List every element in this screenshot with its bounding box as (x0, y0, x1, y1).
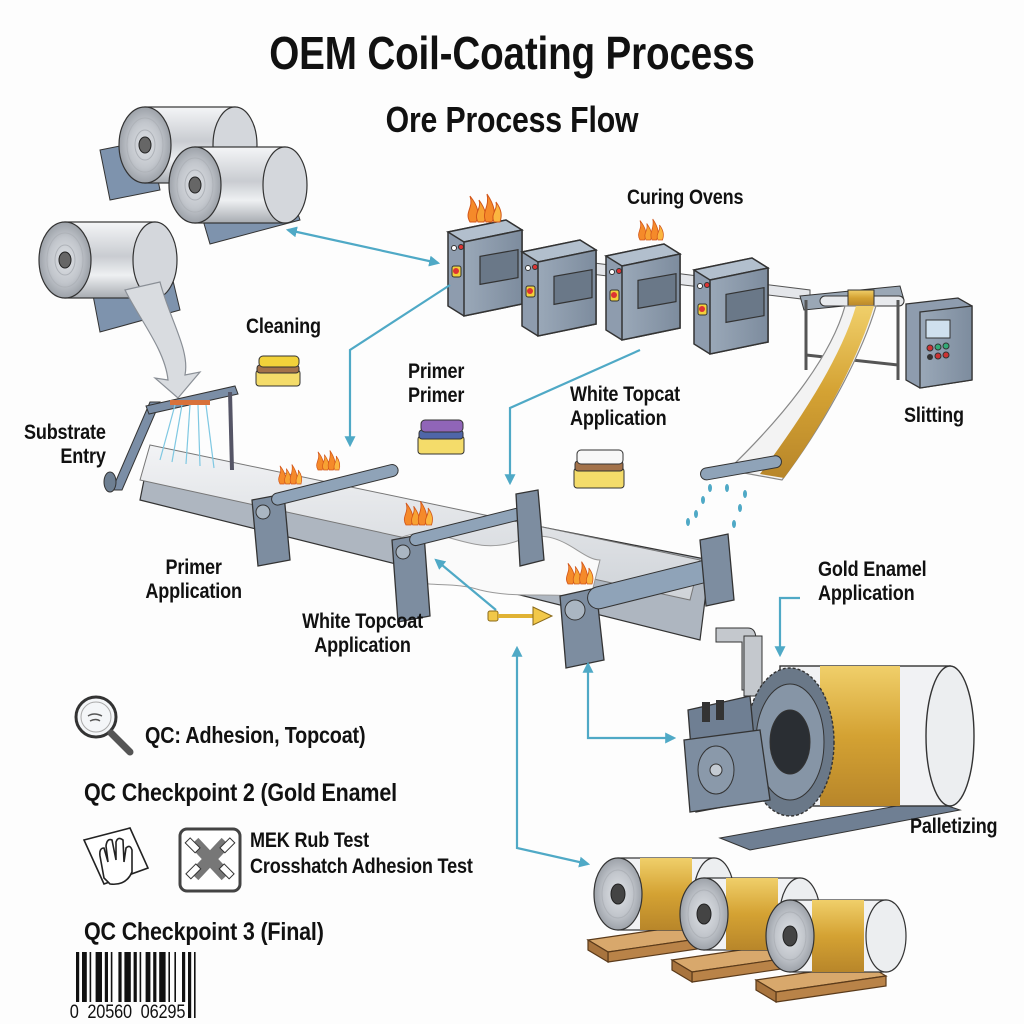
label-gold-enamel-line1: Gold Enamel (818, 558, 927, 581)
barcode-bar (168, 952, 170, 1018)
label-palletizing: Palletizing (910, 815, 998, 838)
label-white-topcoat-top-line1: White Topcat (570, 383, 680, 406)
barcode-bar (104, 952, 108, 1018)
label-primer-application-line1: Primer (165, 556, 222, 579)
label-substrate-entry: Substrate Entry (18, 421, 106, 468)
barcode-bar (153, 952, 157, 1018)
control-panel (905, 297, 973, 389)
barcode-bar (194, 952, 196, 1018)
barcode-bar (95, 952, 102, 1018)
label-primer-application-line2: Application (145, 579, 242, 603)
label-primer-line2: Primer (408, 383, 465, 407)
label-curing-ovens: Curing Ovens (627, 186, 744, 209)
qc-checkpoint-3: QC Checkpoint 3 (Final) (84, 918, 324, 946)
flow-arrows (285, 226, 800, 868)
raw-coil (168, 146, 308, 224)
flame-icon (638, 218, 664, 241)
label-primer: Primer Primer (408, 360, 464, 407)
label-primer-line1: Primer (408, 360, 465, 383)
label-white-topcoat-top-line2: Application (570, 406, 667, 430)
barcode-bar (188, 952, 192, 1018)
barcode-bar (124, 952, 131, 1018)
barcode-bar (110, 952, 113, 1018)
label-substrate-entry-line2: Entry (60, 444, 106, 468)
unwinding-strip (124, 281, 202, 399)
barcode-bar (139, 952, 142, 1018)
barcode-bar (174, 952, 176, 1018)
label-white-topcoat-bottom-line2: Application (314, 633, 411, 657)
page-title: OEM Coil-Coating Process (269, 27, 755, 79)
barcode-bar (76, 952, 80, 1018)
topcoat-feed-arrow (487, 606, 554, 626)
label-primer-application: Primer Application (142, 556, 245, 603)
barcode-bar (118, 952, 122, 1018)
crosshatch-icon (178, 827, 242, 893)
primer-sponge-icon (417, 419, 465, 455)
label-white-topcoat-bottom-line1: White Topcoat (302, 610, 423, 633)
barcode-bar (82, 952, 87, 1018)
barcode-bar (89, 952, 92, 1018)
barcode-bar (159, 952, 166, 1018)
palletized-coils (587, 857, 907, 1003)
page-subtitle: Ore Process Flow (385, 99, 639, 140)
label-white-topcoat-bottom: White Topcoat Application (298, 610, 427, 657)
barcode-bar (133, 952, 137, 1018)
label-gold-enamel: Gold Enamel Application (818, 558, 927, 605)
flame-icon (467, 193, 502, 223)
qc-test-mek-rub: MEK Rub Test (250, 829, 370, 852)
label-white-topcoat-top: White Topcat Application (570, 383, 680, 430)
curing-ovens (447, 193, 811, 355)
magnifier-icon (74, 695, 134, 756)
label-substrate-entry-line1: Substrate (23, 421, 106, 444)
label-gold-enamel-line2: Application (818, 581, 915, 605)
guide-roller (700, 455, 782, 481)
barcode-digits: 0 20560 06295 (68, 1002, 187, 1024)
topcoat-sponge-icon (573, 449, 625, 489)
flame-icon (316, 450, 341, 471)
barcode-icon (76, 952, 196, 1018)
hand-wipe-icon (82, 827, 150, 886)
cleaning-sponge-icon (255, 355, 301, 387)
barcode-bar (145, 952, 151, 1018)
label-cleaning: Cleaning (246, 315, 321, 338)
label-slitting: Slitting (904, 404, 964, 427)
barcode-bar (182, 952, 186, 1018)
qc-checkpoint-1: QC: Adhesion, Topcoat) (145, 722, 366, 748)
water-drops (686, 484, 747, 528)
slitter-machine (799, 285, 905, 380)
qc-checkpoint-2: QC Checkpoint 2 (Gold Enamel (84, 779, 397, 807)
gold-enamel-coater (683, 627, 975, 851)
qc-test-crosshatch: Crosshatch Adhesion Test (250, 855, 473, 878)
